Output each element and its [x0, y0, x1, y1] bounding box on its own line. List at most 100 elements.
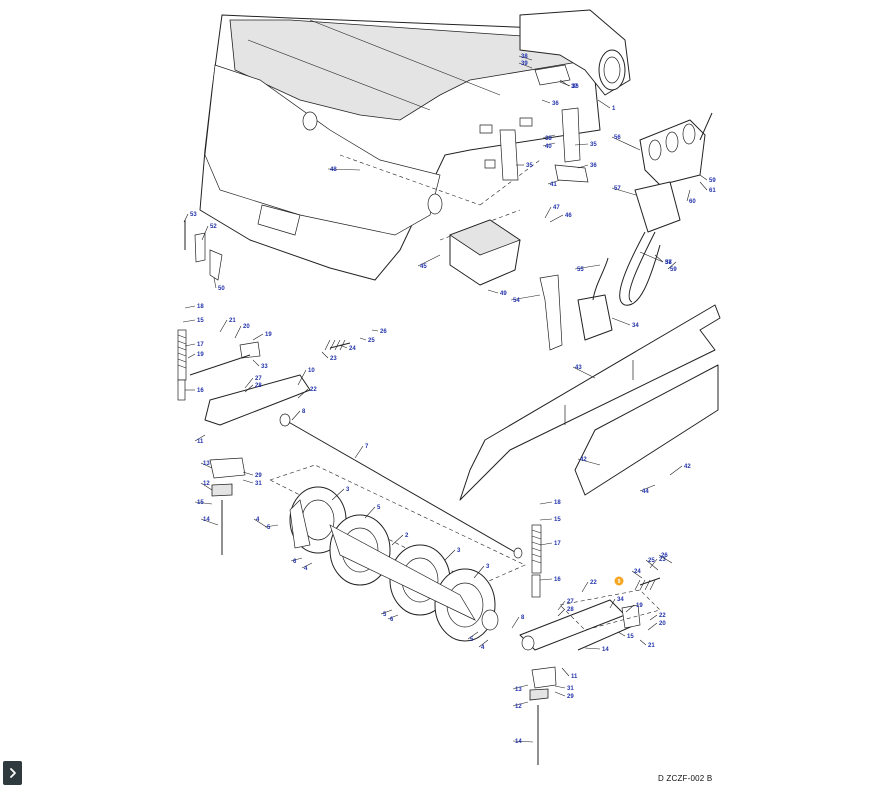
callout-13[interactable]: 13 [512, 684, 529, 693]
callout-10[interactable]: 10 [297, 368, 315, 386]
callout-39[interactable]: 39 [518, 61, 533, 69]
callout-5[interactable]: 5 [467, 631, 479, 643]
callout-36[interactable]: 36 [541, 99, 559, 107]
callout-37[interactable]: 37 [654, 254, 672, 266]
callout-14[interactable]: 14 [200, 517, 219, 526]
callout-14[interactable]: 14 [512, 739, 534, 745]
callout-26[interactable]: 26 [658, 553, 673, 564]
callout-23[interactable]: 23 [321, 351, 337, 362]
callout-19[interactable]: 19 [252, 332, 272, 341]
callout-21[interactable]: 21 [639, 639, 655, 649]
highlighted-callout[interactable]: 9 [614, 576, 624, 586]
callout-42[interactable]: 42 [577, 457, 601, 466]
callout-28[interactable]: 28 [557, 607, 574, 617]
callout-8[interactable]: 8 [511, 615, 525, 629]
callout-18[interactable]: 18 [184, 304, 204, 310]
callout-34[interactable]: 34 [609, 597, 624, 609]
callout-16[interactable]: 16 [539, 577, 561, 583]
callout-29[interactable]: 29 [554, 691, 574, 700]
callout-35[interactable]: 35 [574, 142, 597, 148]
callout-47[interactable]: 47 [544, 205, 560, 219]
callout-31[interactable]: 31 [242, 479, 262, 487]
callout-25[interactable]: 25 [645, 558, 659, 571]
callout-45[interactable]: 45 [417, 254, 441, 270]
callout-11[interactable]: 11 [194, 434, 206, 445]
callout-6[interactable]: 6 [387, 614, 399, 623]
callout-58[interactable]: 58 [639, 251, 672, 266]
callout-26[interactable]: 26 [371, 329, 387, 335]
callout-52[interactable]: 52 [201, 224, 217, 241]
callout-15[interactable]: 15 [617, 631, 634, 640]
callout-38[interactable]: 38 [542, 134, 556, 142]
callout-20[interactable]: 20 [647, 621, 666, 631]
callout-59[interactable]: 59 [699, 174, 716, 184]
callout-23[interactable]: 23 [649, 557, 666, 569]
callout-11[interactable]: 11 [561, 667, 578, 680]
callout-50[interactable]: 50 [213, 277, 225, 292]
callout-5[interactable]: 5 [364, 505, 381, 519]
callout-29[interactable]: 29 [242, 471, 262, 479]
callout-15[interactable]: 15 [182, 318, 204, 324]
callout-18[interactable]: 18 [539, 500, 561, 506]
callout-8[interactable]: 8 [291, 409, 306, 421]
callout-3[interactable]: 3 [444, 548, 461, 561]
callout-19[interactable]: 19 [187, 352, 204, 359]
callout-59[interactable]: 59 [667, 261, 677, 273]
callout-35[interactable]: 35 [516, 163, 533, 169]
callout-5[interactable]: 5 [264, 524, 279, 531]
callout-4[interactable]: 4 [301, 562, 313, 572]
callout-24[interactable]: 24 [631, 569, 643, 579]
callout-16[interactable]: 16 [185, 388, 204, 394]
callout-27[interactable]: 27 [557, 599, 574, 611]
callout-3[interactable]: 3 [331, 487, 350, 501]
callout-37[interactable]: 37 [559, 79, 578, 90]
callout-17[interactable]: 17 [539, 541, 561, 547]
callout-6[interactable]: 6 [290, 557, 303, 565]
callout-22[interactable]: 22 [649, 613, 666, 621]
callout-19[interactable]: 19 [625, 603, 643, 613]
callout-1[interactable]: 1 [597, 99, 616, 112]
callout-15[interactable]: 15 [539, 517, 561, 523]
callout-38[interactable]: 38 [518, 54, 533, 61]
callout-12[interactable]: 12 [512, 701, 529, 710]
expand-panel-button[interactable] [3, 761, 22, 785]
callout-13[interactable]: 13 [200, 461, 213, 469]
callout-49[interactable]: 49 [487, 289, 507, 297]
callout-28[interactable]: 28 [244, 383, 262, 393]
callout-17[interactable]: 17 [184, 342, 204, 348]
callout-44[interactable]: 44 [639, 484, 656, 495]
callout-54[interactable]: 54 [510, 294, 541, 304]
callout-2[interactable]: 2 [391, 533, 409, 546]
callout-41[interactable]: 41 [547, 179, 561, 188]
callout-56[interactable]: 56 [611, 135, 641, 151]
callout-33[interactable]: 33 [252, 359, 268, 370]
callout-48[interactable]: 48 [327, 167, 361, 173]
callout-4[interactable]: 4 [478, 639, 489, 651]
callout-34[interactable]: 34 [611, 317, 639, 329]
callout-36[interactable]: 36 [577, 163, 597, 169]
callout-7[interactable]: 7 [354, 444, 369, 459]
callout-22[interactable]: 22 [297, 387, 317, 399]
callout-53[interactable]: 53 [183, 212, 197, 223]
callout-12[interactable]: 12 [200, 481, 213, 491]
callout-14[interactable]: 14 [584, 647, 609, 653]
callout-25[interactable]: 25 [359, 337, 375, 344]
callout-22[interactable]: 22 [581, 580, 597, 593]
callout-15[interactable]: 15 [194, 500, 213, 506]
callout-21[interactable]: 21 [219, 318, 236, 333]
callout-42[interactable]: 42 [669, 464, 691, 476]
callout-4[interactable]: 4 [253, 517, 269, 529]
callout-57[interactable]: 57 [611, 186, 637, 196]
callout-46[interactable]: 46 [549, 213, 572, 223]
callout-60[interactable]: 60 [686, 189, 696, 205]
callout-5[interactable]: 5 [380, 609, 393, 618]
callout-43[interactable]: 43 [572, 365, 596, 379]
callout-24[interactable]: 24 [339, 344, 356, 352]
callout-40[interactable]: 40 [542, 142, 556, 150]
callout-55[interactable]: 55 [574, 264, 601, 273]
callout-31[interactable]: 31 [554, 685, 574, 692]
callout-20[interactable]: 20 [234, 324, 250, 339]
callout-27[interactable]: 27 [244, 376, 262, 389]
callout-3[interactable]: 3 [473, 564, 490, 579]
callout-61[interactable]: 61 [699, 181, 716, 194]
